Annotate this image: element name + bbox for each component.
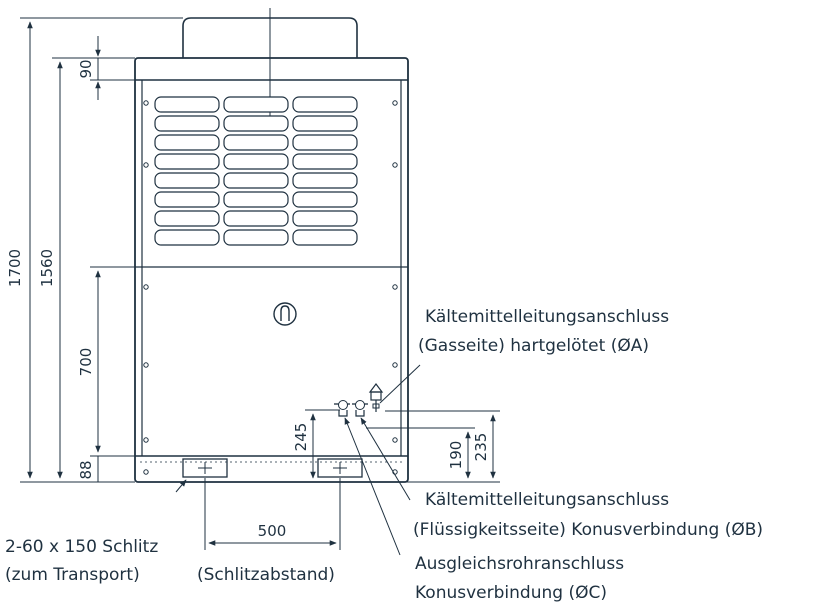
callout-balance-line-1: Ausgleichsrohranschluss bbox=[415, 554, 624, 574]
screw-dot bbox=[392, 362, 398, 368]
callout-slot-line-1: 2-60 x 150 Schlitz bbox=[5, 537, 158, 557]
panel-screws bbox=[143, 100, 398, 475]
grille-slot bbox=[154, 153, 220, 170]
screw-dot bbox=[392, 100, 398, 106]
leader-slot bbox=[175, 479, 187, 493]
grille-slot bbox=[223, 96, 289, 113]
air-grille bbox=[154, 96, 358, 246]
callout-slot-line-2: (zum Transport) bbox=[5, 565, 140, 585]
dim-slot-spacing: 500 bbox=[258, 522, 287, 540]
leader-liquid bbox=[360, 417, 411, 501]
grille-slot bbox=[154, 134, 220, 151]
grille-slot bbox=[154, 115, 220, 132]
balance-pipe-valve-icon bbox=[334, 400, 350, 417]
service-handle-icon bbox=[273, 302, 297, 326]
callout-gas-line-2: (Gasseite) hartgelötet (ØA) bbox=[418, 336, 649, 356]
liquid-pipe-valve-icon bbox=[352, 400, 368, 417]
leader-gas bbox=[379, 364, 421, 404]
callout-gas-line-1: Kältemittelleitungsanschluss bbox=[425, 307, 669, 327]
grille-slot bbox=[292, 191, 358, 208]
unit-cabinet bbox=[134, 57, 409, 483]
grille-slot bbox=[154, 191, 220, 208]
screw-dot bbox=[392, 284, 398, 290]
screw-dot bbox=[143, 469, 149, 475]
callout-balance-line-2: Konusverbindung (ØC) bbox=[415, 583, 607, 603]
grille-slot bbox=[154, 172, 220, 189]
grille-slot bbox=[223, 191, 289, 208]
transport-slot-right bbox=[317, 458, 363, 478]
grille-slot bbox=[292, 134, 358, 151]
screw-dot bbox=[143, 437, 149, 443]
screw-dot bbox=[143, 362, 149, 368]
grille-slot bbox=[154, 210, 220, 227]
grille-slot bbox=[223, 229, 289, 246]
grille-slot bbox=[223, 172, 289, 189]
grille-slot bbox=[292, 229, 358, 246]
grille-slot bbox=[292, 172, 358, 189]
dim-lower-panel: 700 bbox=[77, 348, 95, 377]
screw-dot bbox=[143, 284, 149, 290]
dim-pipe-height-a: 190 bbox=[447, 441, 465, 470]
screw-dot bbox=[143, 162, 149, 168]
grille-slot bbox=[223, 134, 289, 151]
screw-dot bbox=[392, 437, 398, 443]
dim-overall-height: 1700 bbox=[6, 249, 24, 287]
grille-slot bbox=[292, 115, 358, 132]
grille-slot bbox=[154, 96, 220, 113]
grille-slot bbox=[292, 210, 358, 227]
dim-pipe-height-b: 235 bbox=[472, 433, 490, 462]
screw-dot bbox=[143, 100, 149, 106]
dim-base-height: 88 bbox=[77, 460, 95, 479]
callout-liquid-line-2: (Flüssigkeitsseite) Konusverbindung (ØB) bbox=[413, 520, 763, 540]
callout-slot-spacing: (Schlitzabstand) bbox=[197, 565, 335, 585]
dim-body-height: 1560 bbox=[38, 249, 56, 287]
grille-slot bbox=[292, 153, 358, 170]
top-cap bbox=[182, 17, 358, 58]
grille-slot bbox=[223, 153, 289, 170]
callout-liquid-line-1: Kältemittelleitungsanschluss bbox=[425, 490, 669, 510]
dim-pipe-height-left: 245 bbox=[292, 423, 310, 452]
gas-pipe-valve-icon bbox=[368, 383, 384, 412]
transport-slot-left bbox=[182, 458, 228, 478]
screw-dot bbox=[392, 162, 398, 168]
grille-slot bbox=[292, 96, 358, 113]
grille-slot bbox=[223, 210, 289, 227]
leader-balance bbox=[344, 417, 401, 556]
grille-slot bbox=[154, 229, 220, 246]
grille-slot bbox=[223, 115, 289, 132]
dim-top-cap: 90 bbox=[77, 59, 95, 78]
